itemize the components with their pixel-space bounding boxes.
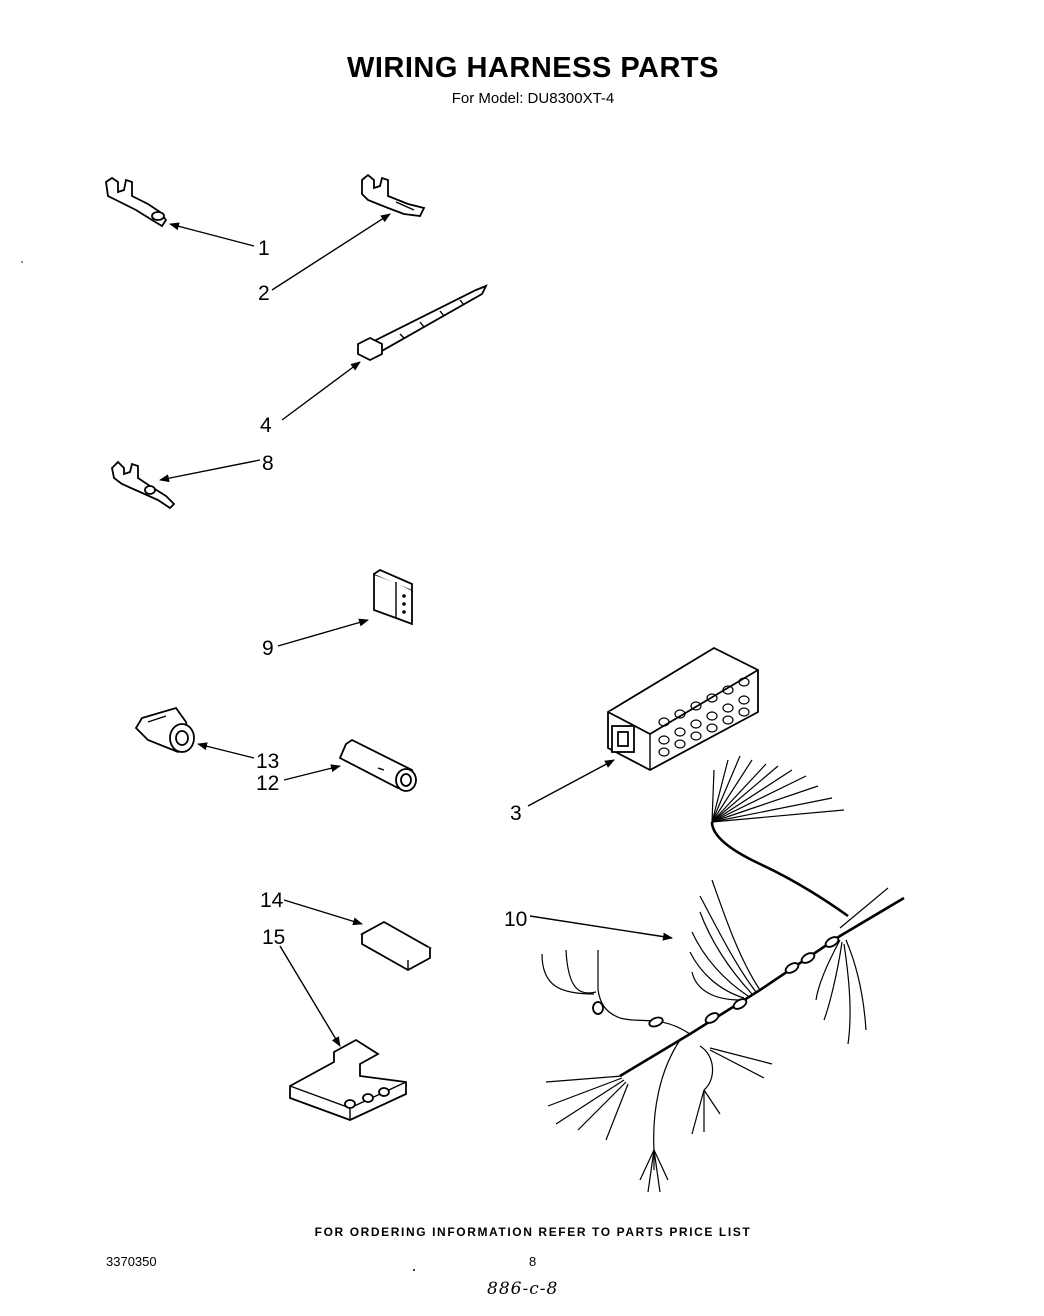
ordering-note: FOR ORDERING INFORMATION REFER TO PARTS … xyxy=(314,1225,752,1239)
terminal-part-2 xyxy=(361,173,426,217)
cable-tie-part-4 xyxy=(357,284,488,362)
leader-line-14 xyxy=(283,899,363,926)
leader-line-13 xyxy=(197,742,255,759)
handwritten-note: 886-c-8 xyxy=(487,1279,559,1299)
callout-4: 4 xyxy=(260,414,272,437)
leader-line-2 xyxy=(271,213,391,291)
page-title: WIRING HARNESS PARTS xyxy=(347,52,719,84)
model-subtitle: For Model: DU8300XT-4 xyxy=(451,90,615,107)
callout-8: 8 xyxy=(262,452,274,475)
leader-line-15 xyxy=(279,945,341,1047)
callout-14: 14 xyxy=(260,889,284,912)
butt-splice-part-12 xyxy=(338,738,418,792)
connector-housing-part-3 xyxy=(607,646,759,772)
callout-3: 3 xyxy=(510,802,522,825)
terminal-part-1 xyxy=(105,176,168,228)
leader-line-3 xyxy=(527,759,615,807)
wiring-harness-part-10 xyxy=(541,755,905,1193)
callout-1: 1 xyxy=(258,237,270,260)
connector-part-15 xyxy=(289,1038,407,1121)
clip-part-14 xyxy=(360,920,432,972)
callout-15: 15 xyxy=(262,926,285,949)
callout-13: 13 xyxy=(256,750,279,773)
leader-line-8 xyxy=(159,459,261,483)
leader-line-10 xyxy=(529,915,673,941)
callout-9: 9 xyxy=(262,637,274,660)
callout-10: 10 xyxy=(504,908,527,931)
page-number: 8 xyxy=(529,1254,537,1269)
document-number: 3370350 xyxy=(106,1254,157,1269)
leader-line-12 xyxy=(283,764,341,781)
leader-line-1 xyxy=(169,222,255,247)
leader-line-9 xyxy=(277,618,369,647)
terminal-part-8 xyxy=(111,460,176,510)
connector-part-9 xyxy=(373,568,413,626)
leader-line-4 xyxy=(281,361,361,421)
callout-12: 12 xyxy=(256,772,279,795)
callout-2: 2 xyxy=(258,282,270,305)
sleeve-part-13 xyxy=(134,706,195,754)
